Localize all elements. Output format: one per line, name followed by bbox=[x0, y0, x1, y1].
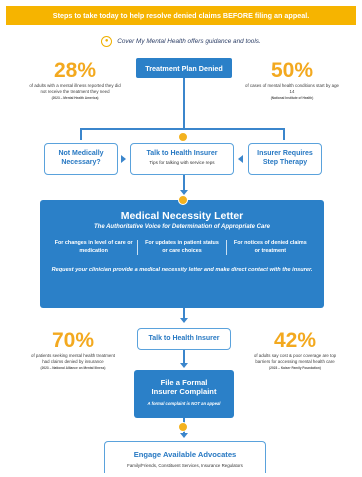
mnl-column: For updates in patient status or care ch… bbox=[137, 240, 225, 256]
stat-value: 28% bbox=[53, 59, 97, 82]
stat-top-right: 50% of cases of mental health conditions… bbox=[242, 60, 342, 100]
box-title: Talk to Health Insurer bbox=[146, 150, 218, 157]
not-medically-necessary-box[interactable]: Not Medically Necessary? bbox=[44, 143, 118, 175]
stat-value: 42% bbox=[273, 329, 317, 352]
intro-text: Cover My Mental Health offers guidance a… bbox=[117, 37, 261, 45]
arrow-down-icon bbox=[180, 190, 188, 195]
mnl-title: Medical Necessity Letter bbox=[120, 210, 244, 222]
lightbulb-icon: ● bbox=[101, 35, 113, 47]
treatment-plan-denied-box[interactable]: Treatment Plan Denied bbox=[136, 58, 232, 78]
stat-value: 70% bbox=[51, 329, 95, 352]
stat-source: (2023 – Kaiser Family Foundation) bbox=[269, 365, 321, 370]
mnl-subtitle: The Authoritative Voice for Determinatio… bbox=[93, 224, 271, 230]
connector-line bbox=[183, 350, 185, 364]
connector-line bbox=[183, 308, 185, 320]
connector-line bbox=[80, 128, 82, 140]
step-therapy-box[interactable]: Insurer Requires Step Therapy bbox=[248, 143, 322, 175]
talk-to-insurer-box[interactable]: Talk to Health Insurer Tips for talking … bbox=[130, 143, 234, 175]
arrow-down-icon bbox=[180, 433, 188, 438]
connector-line bbox=[283, 128, 285, 140]
mnl-note: Request your clinician provide a medical… bbox=[51, 267, 313, 274]
connector-line bbox=[80, 128, 285, 130]
box-title: Engage Available Advocates bbox=[133, 450, 237, 459]
mnl-columns: For changes in level of care or medicati… bbox=[50, 240, 314, 256]
stat-source: (2023 – Mental Health America) bbox=[51, 95, 99, 100]
box-subtitle: Tips for talking with service reps bbox=[149, 160, 215, 165]
box-title: File a Formal Insurer Complaint bbox=[151, 378, 217, 397]
intro-line: ● Cover My Mental Health offers guidance… bbox=[0, 34, 362, 48]
arrow-left-icon bbox=[238, 155, 243, 163]
arrow-down-icon bbox=[180, 318, 188, 323]
arrow-down-icon bbox=[180, 363, 188, 368]
mnl-column: For changes in level of care or medicati… bbox=[54, 240, 133, 254]
stat-text: of patients seeking mental health treatm… bbox=[31, 353, 115, 364]
mnl-column: For notices of denied claims or treatmen… bbox=[225, 240, 314, 256]
stat-source: (2023 – National Alliance on Mental Illn… bbox=[40, 365, 106, 370]
medical-necessity-letter-box[interactable]: Medical Necessity Letter The Authoritati… bbox=[40, 200, 324, 308]
lightbulb-icon bbox=[178, 195, 188, 205]
connector-line bbox=[183, 78, 185, 128]
lightbulb-icon bbox=[178, 132, 188, 142]
connector-line bbox=[183, 175, 185, 191]
lightbulb-icon bbox=[178, 422, 188, 432]
stat-text: of adults say cost & poor coverage are t… bbox=[253, 353, 337, 364]
arrow-right-icon bbox=[121, 155, 126, 163]
stat-bottom-left: 70% of patients seeking mental health tr… bbox=[30, 330, 116, 370]
box-subtitle: Family/Friends, Constituent Services, In… bbox=[127, 463, 243, 468]
stat-bottom-right: 42% of adults say cost & poor coverage a… bbox=[250, 330, 340, 370]
stat-source: (National Institute of Health) bbox=[270, 95, 314, 100]
file-complaint-box[interactable]: File a Formal Insurer Complaint A formal… bbox=[134, 370, 234, 418]
engage-advocates-box[interactable]: Engage Available Advocates Family/Friend… bbox=[104, 441, 266, 473]
stat-text: of adults with a mental illness reported… bbox=[29, 83, 121, 94]
header-banner: Steps to take today to help resolve deni… bbox=[6, 6, 356, 25]
stat-top-left: 28% of adults with a mental illness repo… bbox=[28, 60, 122, 100]
box-subtitle: A formal complaint is NOT an appeal bbox=[147, 400, 221, 406]
talk-to-insurer-box-2[interactable]: Talk to Health Insurer bbox=[137, 328, 231, 350]
stat-text: of cases of mental health conditions sta… bbox=[245, 83, 339, 94]
stat-value: 50% bbox=[270, 59, 314, 82]
